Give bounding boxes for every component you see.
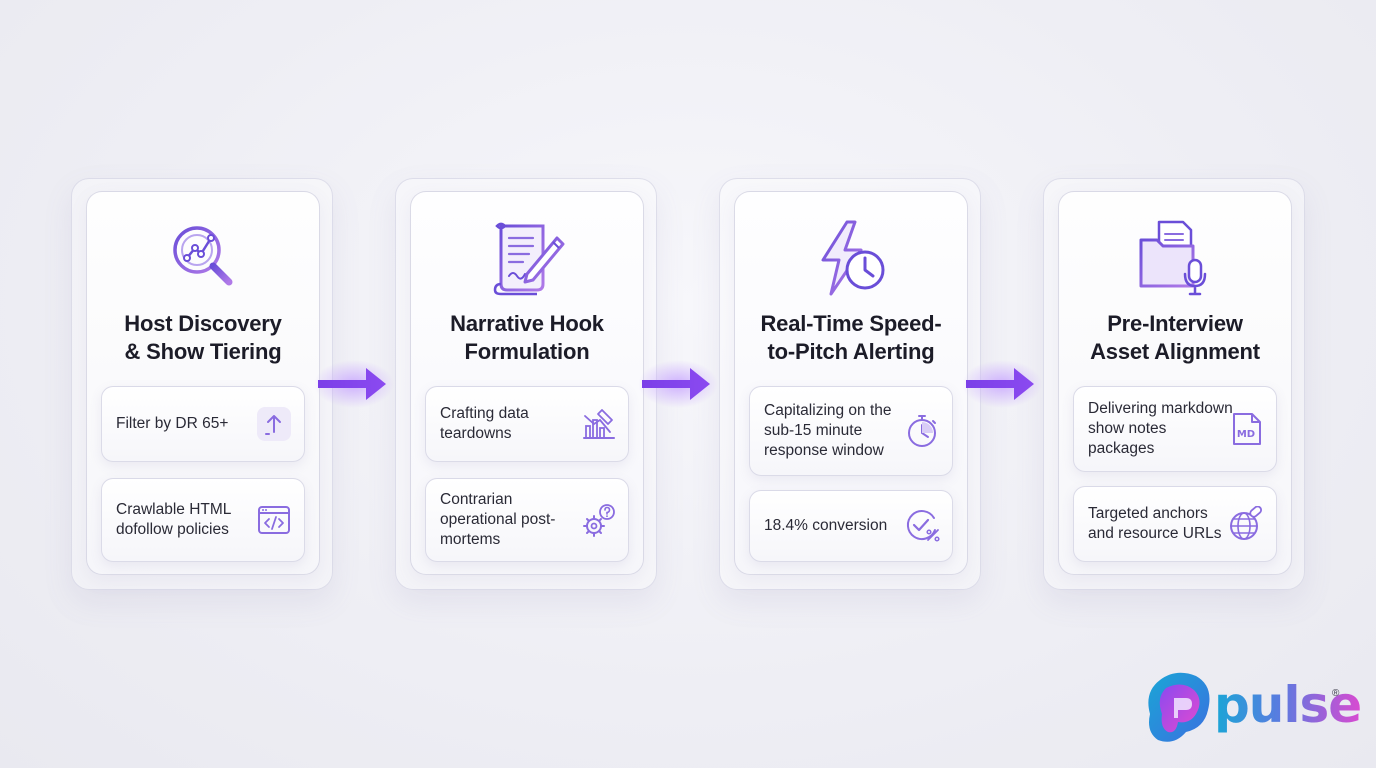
step-item-text: 18.4% conversion <box>764 517 888 534</box>
stopwatch-icon <box>904 413 940 449</box>
step-title-line: to-Pitch Alerting <box>767 339 935 364</box>
step-item: Delivering markdown show notes packages … <box>1073 386 1277 472</box>
step-card-inner: Real-Time Speed- to-Pitch Alerting Capit… <box>734 191 968 575</box>
step-item: Capitalizing on the sub-15 minute respon… <box>749 386 953 476</box>
upload-arrow-icon <box>256 406 292 442</box>
brand-logo: pulse ® <box>1146 670 1362 746</box>
markdown-badge: MD <box>1237 429 1255 440</box>
markdown-file-icon: MD <box>1228 411 1264 447</box>
step-item-text: Delivering markdown show notes packages <box>1088 400 1233 457</box>
scroll-pen-icon <box>487 218 567 298</box>
step-card-narrative-hook: Narrative Hook Formulation Crafting data… <box>395 178 657 590</box>
flow-arrow <box>314 354 394 414</box>
magnifier-analytics-icon <box>163 218 243 298</box>
code-window-icon <box>256 502 292 538</box>
step-title: Narrative Hook Formulation <box>411 310 643 366</box>
step-title-line: Real-Time Speed- <box>760 311 942 336</box>
step-item-text: Contrarian operational post-mortems <box>440 491 556 548</box>
gear-question-icon <box>580 502 616 538</box>
step-item-text: Targeted anchors and resource URLs <box>1088 505 1222 542</box>
chart-pen-icon <box>580 406 616 442</box>
flow-arrow <box>962 354 1042 414</box>
step-title-line: Asset Alignment <box>1090 339 1260 364</box>
lightning-clock-icon <box>811 218 891 298</box>
step-item: 18.4% conversion <box>749 490 953 562</box>
step-title: Host Discovery & Show Tiering <box>87 310 319 366</box>
step-card-asset-alignment: Pre-Interview Asset Alignment Delivering… <box>1043 178 1305 590</box>
step-card-host-discovery: Host Discovery & Show Tiering Filter by … <box>71 178 333 590</box>
step-item-text: Capitalizing on the sub-15 minute respon… <box>764 402 892 459</box>
step-item: Targeted anchors and resource URLs <box>1073 486 1277 562</box>
step-item-text: Filter by DR 65+ <box>116 415 229 432</box>
step-title-line: Host Discovery <box>124 311 282 336</box>
step-item: Filter by DR 65+ <box>101 386 305 462</box>
step-card-speed-to-pitch: Real-Time Speed- to-Pitch Alerting Capit… <box>719 178 981 590</box>
step-card-inner: Narrative Hook Formulation Crafting data… <box>410 191 644 575</box>
registered-mark: ® <box>1332 688 1340 699</box>
step-item: Crafting data teardowns <box>425 386 629 462</box>
globe-link-icon <box>1228 505 1264 542</box>
step-title: Pre-Interview Asset Alignment <box>1059 310 1291 366</box>
step-item-text: Crawlable HTML dofollow policies <box>116 501 231 538</box>
folder-microphone-icon <box>1135 218 1215 298</box>
step-item-text: Crafting data teardowns <box>440 405 529 442</box>
step-title-line: Pre-Interview <box>1107 311 1243 336</box>
step-card-inner: Host Discovery & Show Tiering Filter by … <box>86 191 320 575</box>
step-item: Contrarian operational post-mortems <box>425 478 629 562</box>
step-title: Real-Time Speed- to-Pitch Alerting <box>735 310 967 366</box>
flow-arrow <box>638 354 718 414</box>
step-title-line: Narrative Hook <box>450 311 604 336</box>
step-item: Crawlable HTML dofollow policies <box>101 478 305 562</box>
brand-logo-mark-icon <box>1146 670 1216 746</box>
brand-logo-text: pulse <box>1214 676 1362 734</box>
step-card-inner: Pre-Interview Asset Alignment Delivering… <box>1058 191 1292 575</box>
step-title-line: Formulation <box>464 339 590 364</box>
step-title-line: & Show Tiering <box>124 339 282 364</box>
check-percent-icon <box>904 508 940 544</box>
